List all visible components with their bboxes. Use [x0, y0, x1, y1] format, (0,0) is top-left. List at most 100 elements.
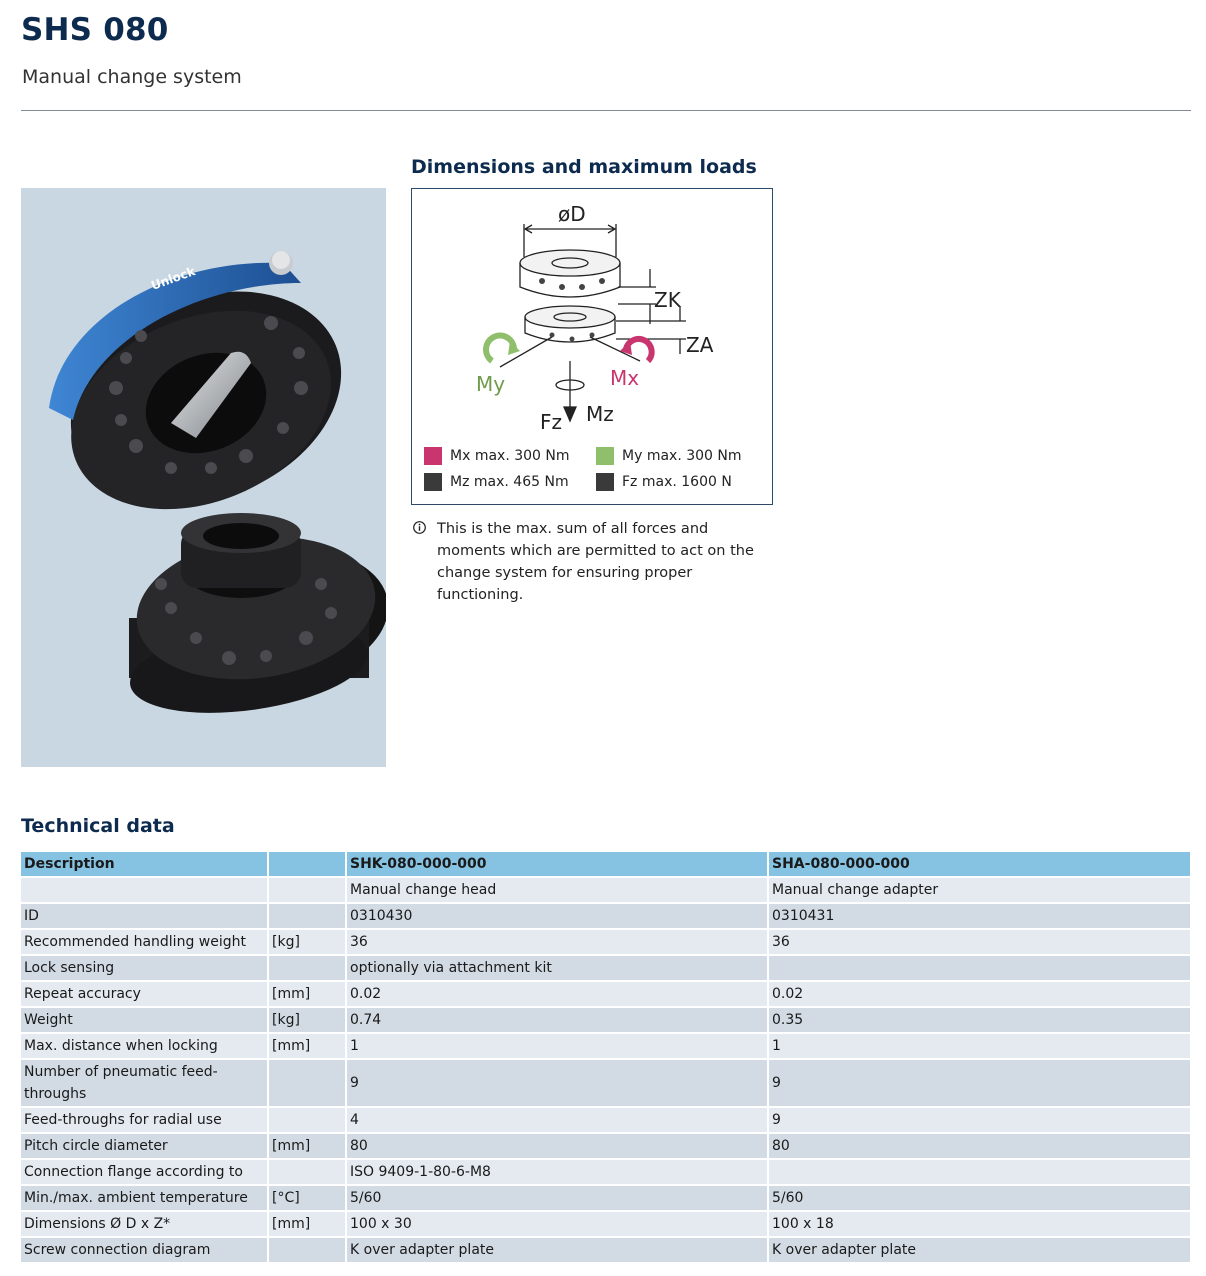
label-my: My [476, 372, 505, 396]
legend-swatch-fz [596, 473, 614, 491]
row-description: Screw connection diagram [21, 1237, 269, 1264]
row-unit: [mm] [268, 981, 347, 1008]
row-unit: [kg] [268, 1007, 347, 1034]
row-unit [268, 1237, 347, 1264]
row-value-sha: 9 [768, 1059, 1192, 1108]
row-description: Repeat accuracy [21, 981, 269, 1008]
label-mz: Mz [586, 402, 614, 426]
column-header: Description [21, 852, 269, 878]
legend-swatch-my [596, 447, 614, 465]
legend-label: Fz max. [622, 474, 677, 490]
header-divider [21, 110, 1191, 111]
row-unit: [mm] [268, 1033, 347, 1060]
row-description: Recommended handling weight [21, 929, 269, 956]
change-head-illustration: Unlock [49, 251, 342, 510]
row-description: Feed-throughs for radial use [21, 1107, 269, 1134]
dimensions-box: øD ZK ZA My Mx Fz Mz Mx max. 300 Nm My m… [411, 188, 773, 505]
row-description [21, 877, 269, 904]
row-description: ID [21, 903, 269, 930]
row-unit [268, 877, 347, 904]
row-value-shk: 0.74 [346, 1007, 769, 1034]
row-unit: [mm] [268, 1211, 347, 1238]
row-value-shk: 1 [346, 1033, 769, 1060]
row-unit [268, 903, 347, 930]
row-value-shk: 100 x 30 [346, 1211, 769, 1238]
row-value-shk: K over adapter plate [346, 1237, 769, 1264]
label-zk: ZK [654, 288, 682, 312]
row-description: Dimensions Ø D x Z* [21, 1211, 269, 1238]
note-text: This is the max. sum of all forces and m… [437, 521, 754, 603]
row-description: Pitch circle diameter [21, 1133, 269, 1160]
row-value-sha: 5/60 [768, 1185, 1192, 1212]
row-unit [268, 1159, 347, 1186]
technical-data-heading: Technical data [21, 815, 175, 837]
label-za: ZA [686, 333, 714, 357]
row-value-sha: 100 x 18 [768, 1211, 1192, 1238]
row-description: Connection flange according to [21, 1159, 269, 1186]
row-value-shk: 4 [346, 1107, 769, 1134]
legend-value: 300 Nm [514, 448, 570, 464]
legend-swatch-mz [424, 473, 442, 491]
row-value-shk: 5/60 [346, 1185, 769, 1212]
row-value-sha: K over adapter plate [768, 1237, 1192, 1264]
row-unit [268, 1059, 347, 1108]
legend-mx: Mx max. 300 Nm [424, 447, 570, 465]
row-unit [268, 1107, 347, 1134]
legend-label: Mz max. [450, 474, 509, 490]
row-unit: [kg] [268, 929, 347, 956]
legend-value: 465 Nm [513, 474, 569, 490]
row-value-shk: 0.02 [346, 981, 769, 1008]
row-description: Lock sensing [21, 955, 269, 982]
row-value-shk: 9 [346, 1059, 769, 1108]
product-photo: Unlock [21, 188, 389, 767]
row-value-shk: ISO 9409-1-80-6-M8 [346, 1159, 769, 1186]
table-row: Screw connection diagram K over adapter p… [21, 1237, 1192, 1264]
row-description: Number of pneumatic feed-throughs [21, 1059, 269, 1108]
dimensions-heading: Dimensions and maximum loads [411, 156, 757, 178]
row-value-sha: 36 [768, 929, 1192, 956]
row-value-sha: 80 [768, 1133, 1192, 1160]
technical-data-table: Description SHK-080-000-000 SHA-080-000-… [21, 852, 1192, 1264]
column-header: SHA-080-000-000 [768, 852, 1192, 878]
dimension-drawing: øD ZK ZA My Mx Fz Mz [476, 202, 714, 434]
row-value-shk: 36 [346, 929, 769, 956]
row-value-sha [768, 955, 1192, 982]
row-unit: [mm] [268, 1133, 347, 1160]
label-fz: Fz [540, 410, 562, 434]
page-title: SHS 080 [21, 12, 169, 48]
row-value-shk: Manual change head [346, 877, 769, 904]
legend-label: My max. [622, 448, 682, 464]
table-row: Connection flange according to ISO 9409-1… [21, 1159, 1192, 1186]
row-value-sha: 9 [768, 1107, 1192, 1134]
row-description: Weight [21, 1007, 269, 1034]
page-subtitle: Manual change system [22, 66, 242, 88]
legend-value: 300 Nm [686, 448, 742, 464]
product-illustration: Unlock [49, 251, 389, 713]
row-description: Min./max. ambient temperature [21, 1185, 269, 1212]
legend-fz: Fz max. 1600 N [596, 473, 732, 491]
legend-my: My max. 300 Nm [596, 447, 742, 465]
row-value-shk: 80 [346, 1133, 769, 1160]
table-header-row: Description SHK-080-000-000 SHA-080-000-… [21, 852, 1192, 878]
row-value-sha: Manual change adapter [768, 877, 1192, 904]
legend-mz: Mz max. 465 Nm [424, 473, 569, 491]
row-value-sha: 1 [768, 1033, 1192, 1060]
legend-value: 1600 N [681, 474, 732, 490]
change-adapter-illustration [129, 513, 389, 713]
label-diameter: øD [558, 202, 586, 226]
row-unit: [°C] [268, 1185, 347, 1212]
legend-swatch-mx [424, 447, 442, 465]
column-header [268, 852, 347, 878]
label-mx: Mx [610, 366, 639, 390]
row-value-sha: 0310431 [768, 903, 1192, 930]
